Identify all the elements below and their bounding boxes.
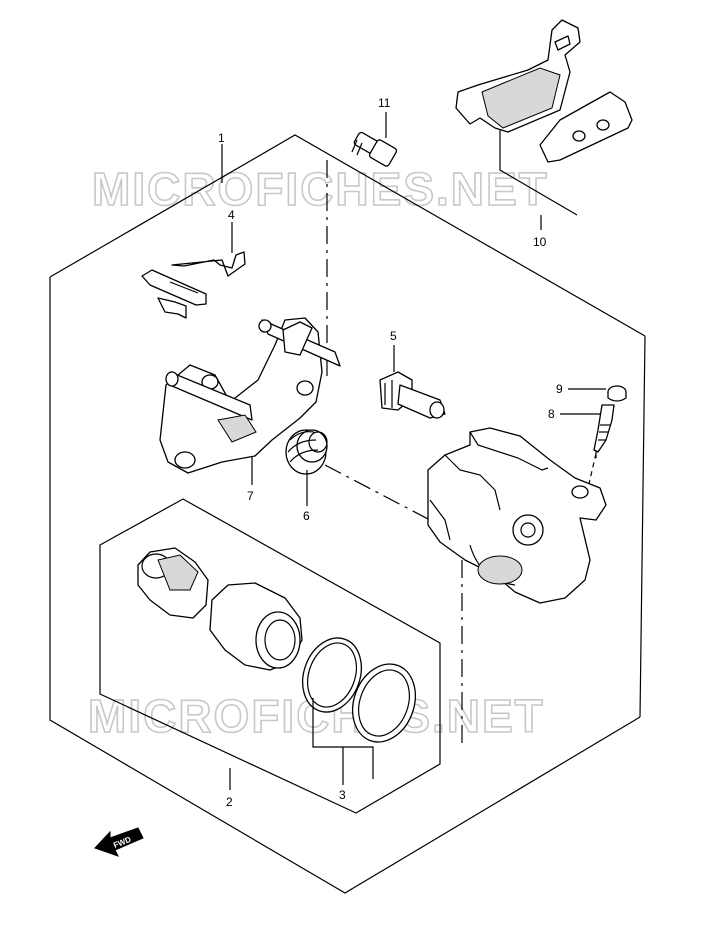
callout-4: 4 <box>228 208 235 222</box>
bleeder-cap-part-9[interactable] <box>607 385 627 402</box>
callout-11: 11 <box>378 96 391 110</box>
assembly-outline-2 <box>99 498 441 814</box>
caliper-body[interactable] <box>427 427 607 604</box>
leader-lines <box>221 112 606 790</box>
assembly-outline-1 <box>49 134 646 894</box>
brake-pads-part-10[interactable] <box>455 19 633 163</box>
callout-3: 3 <box>339 788 346 802</box>
alignment-lines <box>324 160 599 745</box>
callout-7: 7 <box>247 489 254 503</box>
callout-labels: 1 11 4 10 5 9 8 7 6 2 3 <box>218 96 563 809</box>
seals-part-3[interactable] <box>293 630 426 751</box>
piston-part-2[interactable] <box>137 547 303 671</box>
callout-1: 1 <box>218 131 225 145</box>
bleeder-screw-part-8[interactable] <box>593 404 615 453</box>
slide-pin-part-5[interactable] <box>379 371 446 419</box>
callout-8: 8 <box>548 407 555 421</box>
fwd-arrow-icon: FWD <box>94 827 144 857</box>
callout-6: 6 <box>303 509 310 523</box>
spring-clip-part-4[interactable] <box>141 251 246 319</box>
callout-2: 2 <box>226 795 233 809</box>
bolt-part-11[interactable] <box>351 131 398 167</box>
callout-10: 10 <box>533 235 547 249</box>
watermark-top: MICROFICHES.NET <box>92 163 549 215</box>
callout-5: 5 <box>390 329 397 343</box>
callout-9: 9 <box>556 382 563 396</box>
dust-boot-part-6[interactable] <box>285 429 328 475</box>
caliper-bracket-part-7[interactable] <box>159 317 341 474</box>
